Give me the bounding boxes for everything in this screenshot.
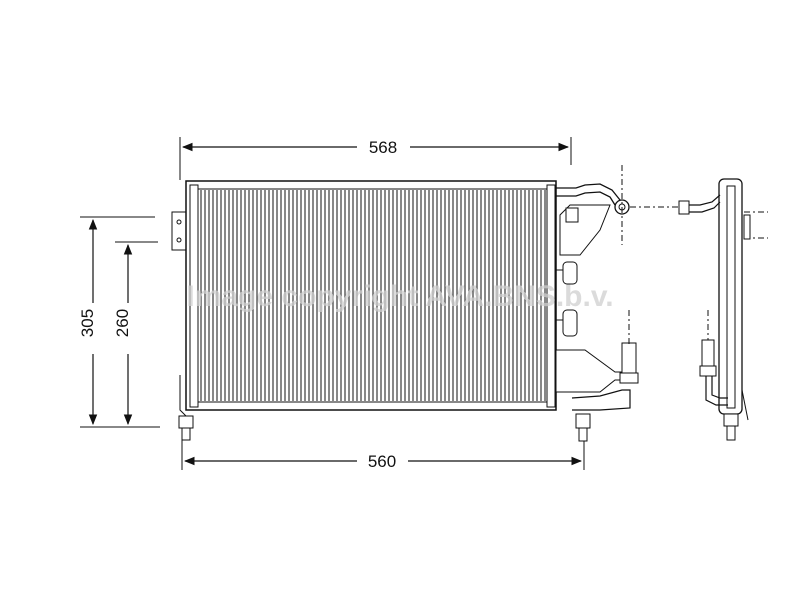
side-brackets [556,261,578,337]
condenser-fins [200,190,546,401]
dimension-label-core-height: 260 [113,309,132,337]
side-view [678,178,768,441]
dimension-core-height: 260 [113,241,158,426]
dimension-top-width: 568 [179,137,572,180]
copyright-watermark: Image copyright AVA.BNS.b.v. [186,280,613,313]
dimension-total-height: 305 [78,216,160,428]
lower-pipe-fitting [555,310,639,411]
dimension-bottom-width: 560 [181,430,585,471]
dimension-label-bottom-width: 560 [368,452,396,471]
dimension-label-top-width: 568 [369,138,397,157]
condenser-body [171,180,557,411]
mounting-pin-right [575,413,591,442]
dimension-label-total-height: 305 [78,309,97,337]
upper-pipe-fitting [556,165,680,256]
mounting-pin-left [178,375,194,441]
